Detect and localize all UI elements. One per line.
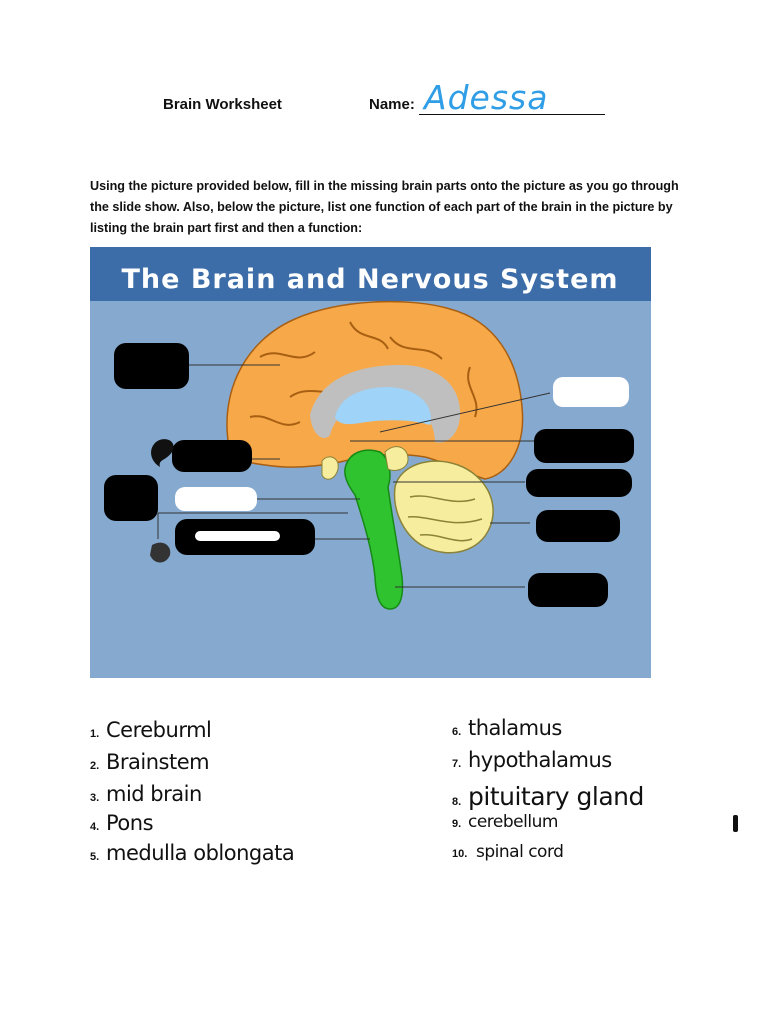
- answer-3[interactable]: 3.mid brain: [90, 782, 202, 806]
- answer-6[interactable]: 6.thalamus: [452, 716, 562, 740]
- midbrain-shape: [385, 447, 408, 471]
- name-label: Name:: [369, 96, 415, 113]
- label-box-1: [114, 343, 189, 389]
- label-box-5-gap: [195, 531, 280, 541]
- label-box-6: [553, 377, 629, 407]
- answer-5[interactable]: 5.medulla oblongata: [90, 841, 294, 865]
- label-box-7: [534, 429, 634, 463]
- label-box-3: [104, 475, 158, 521]
- label-box-8: [526, 469, 632, 497]
- answer-2[interactable]: 2.Brainstem: [90, 750, 209, 774]
- label-box-2: [172, 440, 252, 472]
- label-box-9: [536, 510, 620, 542]
- brain-diagram: The Brain and Nervous System: [90, 247, 651, 678]
- answer-9[interactable]: 9.cerebellum: [452, 812, 558, 832]
- answer-4[interactable]: 4.Pons: [90, 811, 153, 835]
- label-box-4: [175, 487, 257, 511]
- student-name[interactable]: Adessa: [424, 78, 548, 117]
- stray-pen-mark: [733, 815, 738, 832]
- answer-1[interactable]: 1.Cereburml: [90, 718, 211, 742]
- instructions: Using the picture provided below, fill i…: [90, 176, 680, 239]
- brain-figure: The Brain and Nervous System: [90, 247, 651, 678]
- answer-10[interactable]: 10.spinal cord: [452, 842, 563, 862]
- label-box-10: [528, 573, 608, 607]
- answer-8[interactable]: 8.pituitary gland: [452, 782, 644, 811]
- answer-7[interactable]: 7.hypothalamus: [452, 748, 612, 772]
- banner-title: The Brain and Nervous System: [121, 264, 618, 295]
- worksheet-title: Brain Worksheet: [163, 96, 282, 113]
